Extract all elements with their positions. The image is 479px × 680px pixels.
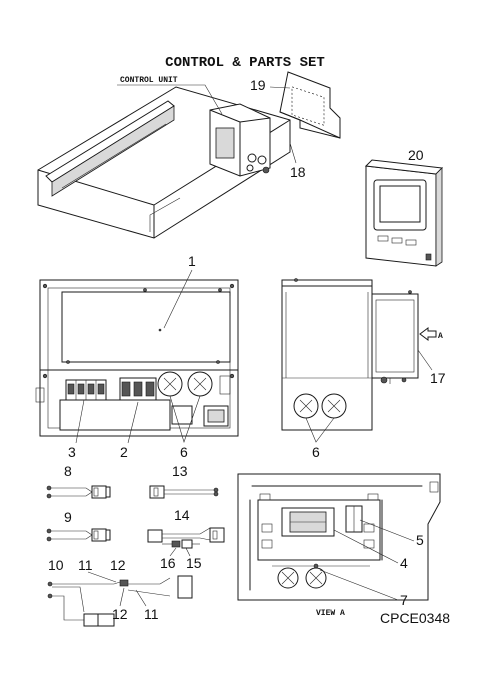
control-unit-box	[209, 103, 271, 177]
part-number-12-top: 12	[110, 557, 126, 573]
part-number-18: 18	[290, 164, 306, 180]
view-arrow-label: A	[438, 332, 443, 341]
part-number-17: 17	[430, 370, 446, 386]
part-number-10: 10	[48, 557, 64, 573]
part-number-13: 13	[172, 463, 188, 479]
view-a-drawing	[237, 473, 441, 601]
control-unit-label: CONTROL UNIT	[120, 76, 178, 85]
part-number-12-bottom: 12	[112, 606, 128, 622]
cable-13	[149, 485, 219, 499]
part-number-1: 1	[188, 253, 196, 269]
cable-14	[147, 527, 225, 549]
part-number-2: 2	[120, 444, 128, 460]
control-box-front	[35, 279, 239, 437]
part-number-9: 9	[64, 509, 72, 525]
part-number-6-front: 6	[180, 444, 188, 460]
control-box-side	[281, 278, 419, 431]
cable-8	[46, 485, 111, 499]
view-arrow	[419, 327, 437, 341]
part-number-3: 3	[68, 444, 76, 460]
remote-controller	[364, 159, 444, 267]
cover-part	[279, 71, 341, 139]
part-number-14: 14	[174, 507, 190, 523]
view-a-label: VIEW A	[316, 609, 345, 618]
part-number-11-bottom: 11	[144, 606, 159, 622]
part-number-11-top: 11	[78, 557, 93, 573]
part-number-6-side: 6	[312, 444, 320, 460]
part-number-15: 15	[186, 555, 202, 571]
part-number-8: 8	[64, 463, 72, 479]
part-number-5: 5	[416, 532, 424, 548]
part-number-16: 16	[160, 555, 176, 571]
part-number-7: 7	[400, 592, 408, 608]
cable-10	[47, 575, 193, 627]
part-number-19: 19	[250, 77, 266, 93]
part-number-4: 4	[400, 555, 408, 571]
document-code: CPCE0348	[380, 610, 450, 626]
part-number-20: 20	[408, 147, 424, 163]
cable-9	[46, 528, 111, 542]
diagram-title: CONTROL & PARTS SET	[165, 55, 325, 71]
